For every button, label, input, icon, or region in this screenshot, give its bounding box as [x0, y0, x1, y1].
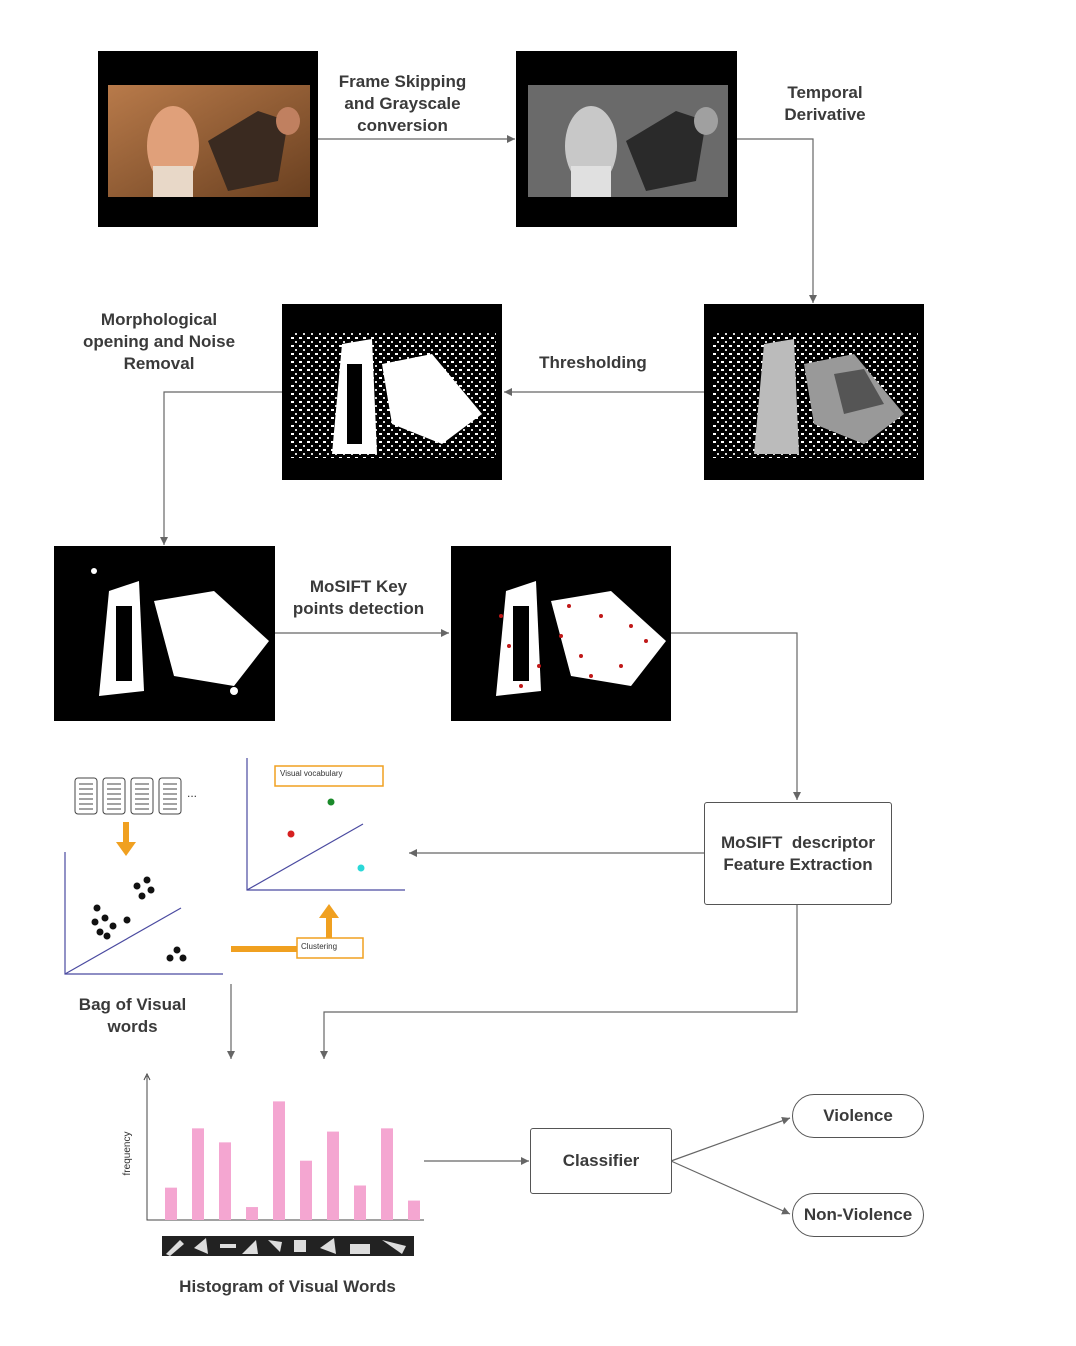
histogram-bar: [300, 1160, 312, 1220]
label-line: conversion: [357, 116, 448, 135]
histogram-bar: [327, 1131, 339, 1220]
label-line: Bag of Visual: [78, 995, 187, 1014]
label-line: Frame Skipping: [338, 72, 467, 91]
label-bag-of-words: Bag of Visual words: [60, 994, 205, 1038]
derivative-frame-image: [704, 304, 924, 480]
label-temporal-derivative: Temporal Derivative: [765, 82, 885, 126]
visual-word-thumbnails: [162, 1236, 414, 1256]
label-line: Derivative: [784, 105, 866, 124]
arrow-temporal: [737, 138, 817, 303]
label-line: Removal: [123, 354, 195, 373]
histogram-bar: [273, 1101, 285, 1220]
bow-illustration: [64, 758, 405, 975]
mosift-descriptor-box: MoSIFT descriptor Feature Extraction: [704, 802, 892, 905]
label-line: Temporal: [787, 83, 863, 102]
label-line: words: [107, 1017, 158, 1036]
output-non-violence: Non-Violence: [792, 1193, 924, 1237]
clustering-label: Clustering: [301, 942, 338, 951]
arrow-violence: [670, 1116, 791, 1162]
visual-vocabulary-label: Visual vocabulary: [280, 769, 343, 778]
keypoints-frame-image: [451, 546, 671, 721]
label-histogram-title: Histogram of Visual Words: [179, 1277, 396, 1296]
label-line: opening and Noise: [82, 332, 236, 351]
histogram-bar: [381, 1128, 393, 1220]
histogram-bar: [192, 1128, 204, 1220]
label-line: MoSIFT Key: [309, 577, 408, 596]
histogram-bar: [408, 1200, 420, 1220]
threshold-frame-image: [282, 304, 502, 480]
label-thresholding: Thresholding: [539, 353, 647, 372]
grayscale-frame-image: [516, 51, 737, 227]
morphology-frame-image: [54, 546, 275, 721]
label-mosift-keypoints: MoSIFT Key points detection: [281, 576, 436, 620]
arrow-descriptor-hist: [320, 904, 798, 1059]
label-line: Feature Extraction: [723, 854, 873, 874]
arrow-descriptor: [671, 632, 801, 800]
histogram-bar: [165, 1187, 177, 1220]
label-frame-skipping: Frame Skipping and Grayscale conversion: [325, 71, 480, 137]
label-line: MoSIFT descriptor: [721, 832, 875, 852]
document-icons: [74, 777, 182, 815]
histogram-bar: [354, 1185, 366, 1220]
classifier-box: Classifier: [530, 1128, 672, 1194]
arrow-morph: [160, 391, 282, 545]
label-line: and Grayscale: [344, 94, 461, 113]
label-morphological: Morphological opening and Noise Removal: [70, 309, 248, 375]
label-line: points detection: [292, 599, 425, 618]
histogram-bar: [219, 1142, 231, 1220]
output-violence: Violence: [792, 1094, 924, 1138]
label-line: Morphological: [100, 310, 218, 329]
color-frame-image: [98, 51, 318, 227]
arrow-nonviolence: [670, 1160, 791, 1215]
histogram-chart: [143, 1072, 424, 1256]
histogram-bar: [246, 1207, 258, 1220]
histogram-ylabel: frequency: [122, 1131, 133, 1176]
bow-ellipsis: ...: [187, 786, 198, 800]
